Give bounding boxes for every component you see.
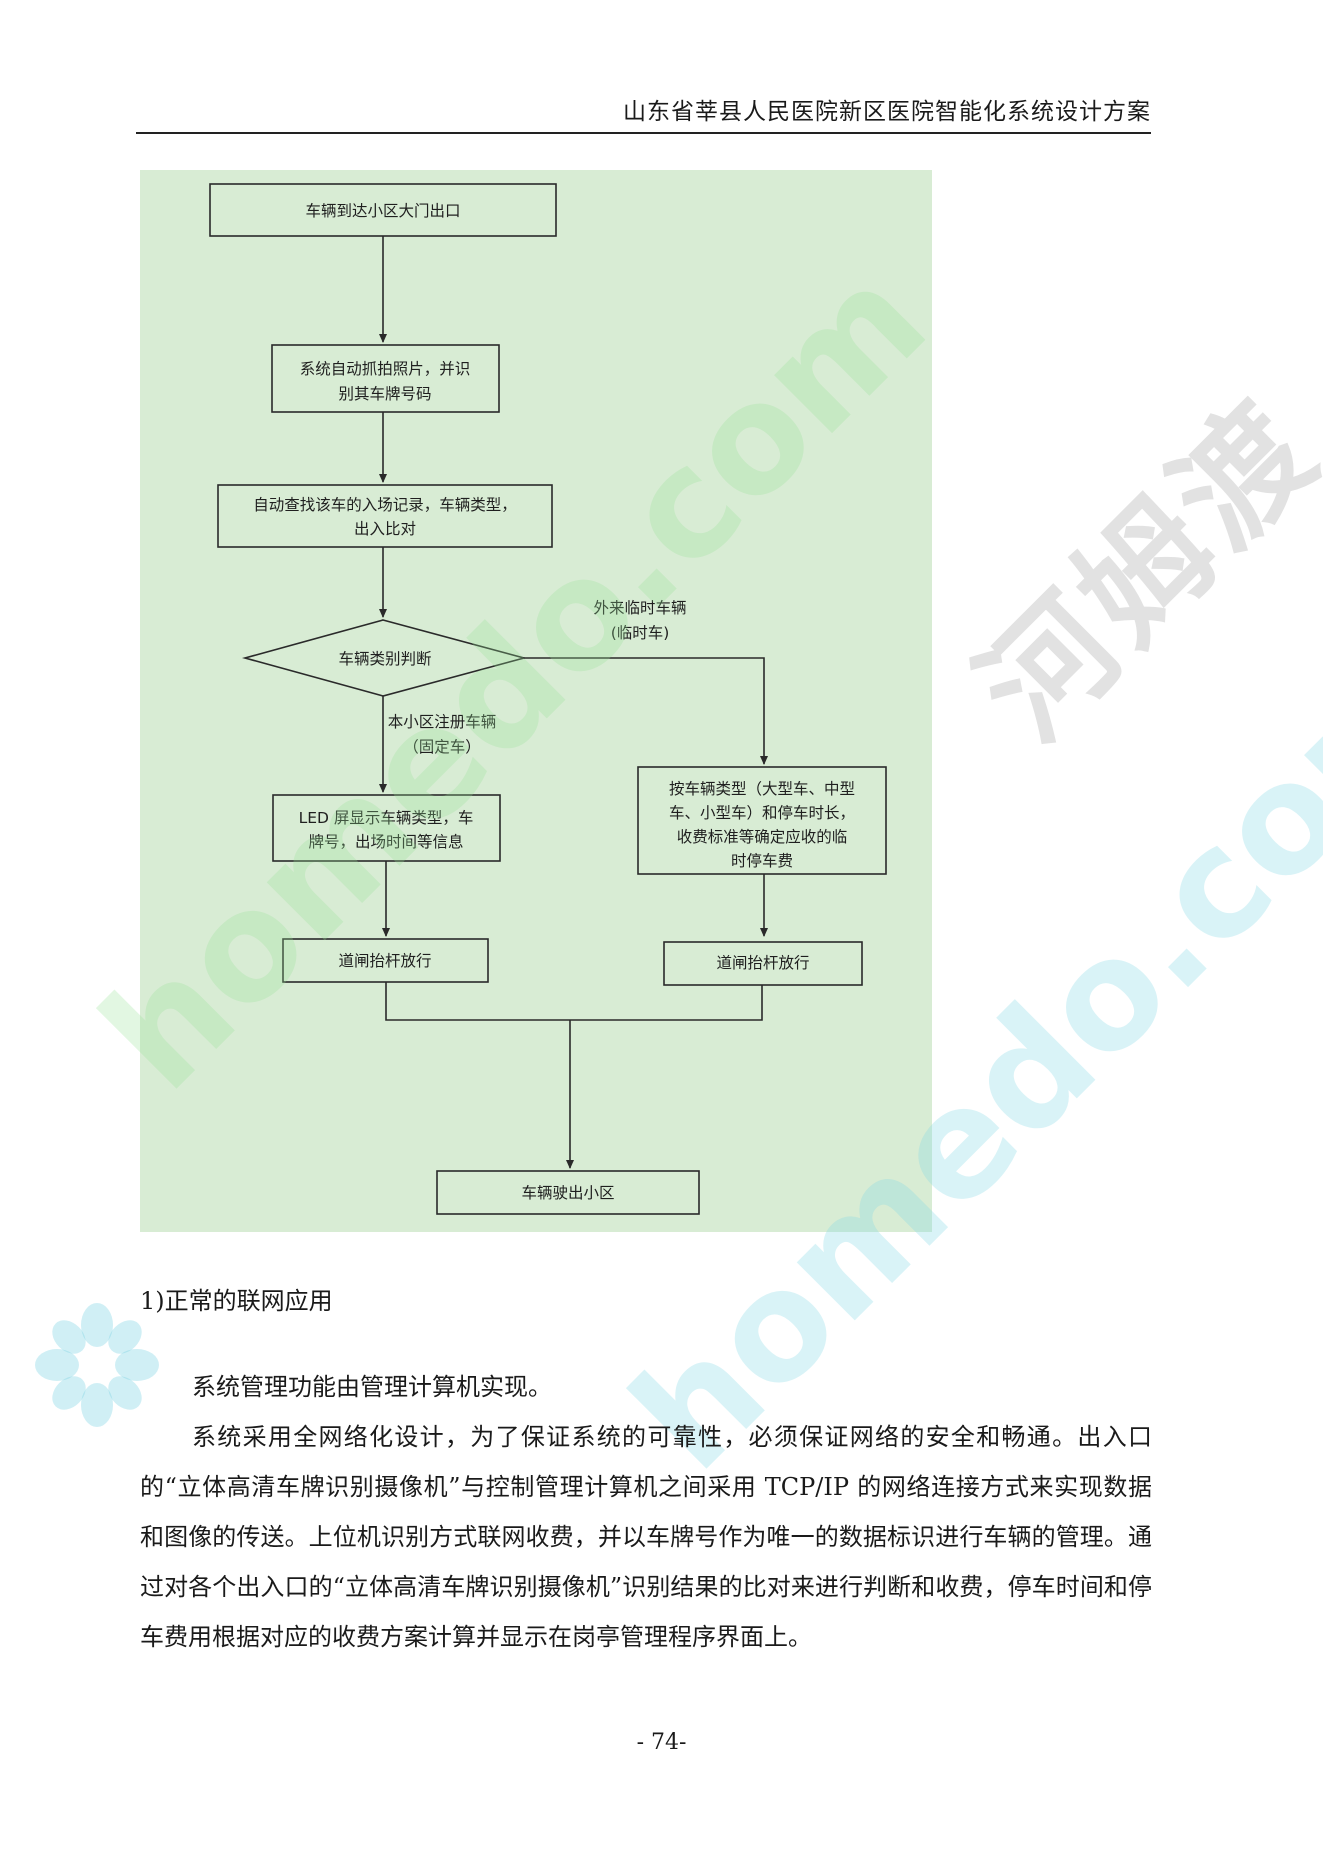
decision-label: 车辆类别判断: [338, 650, 431, 668]
watermark-hemudu: 河姆渡: [950, 371, 1323, 768]
flowchart-svg: 车辆到达小区大门出口 系统自动抓拍照片，并识 别其车牌号码 自动查找该车的入场记…: [209, 183, 887, 1215]
section-heading: 1)正常的联网应用: [140, 1287, 333, 1315]
lookup-label-2: 出入比对: [354, 520, 416, 538]
end-label: 车辆驶出小区: [521, 1184, 614, 1202]
gate-right-box: [663, 941, 863, 986]
gate-right-label: 道闸抬杆放行: [716, 954, 809, 972]
fee-label-3: 收费标准等确定应收的临: [677, 827, 848, 846]
end-box: [436, 1170, 700, 1215]
page-header: 山东省莘县人民医院新区医院智能化系统设计方案: [136, 92, 1151, 134]
merge-line: [385, 982, 763, 1021]
page-number: - 74-: [636, 1730, 687, 1755]
fee-label-4: 时停车费: [731, 852, 793, 870]
capture-label-1: 系统自动抓拍照片，并识: [300, 360, 471, 378]
branch-temp-label-1: 外来临时车辆: [593, 599, 686, 617]
arrow-decision-fee: [524, 657, 768, 765]
paragraph-2: 系统采用全网络化设计，为了保证系统的可靠性，必须保证网络的安全和畅通。出入口的“…: [140, 1423, 1152, 1651]
fee-label-1: 按车辆类型（大型车、中型: [669, 780, 855, 798]
fee-label-2: 车、小型车）和停车时长，: [669, 804, 855, 822]
start-label: 车辆到达小区大门出口: [305, 202, 460, 220]
led-label-2: 牌号，出场时间等信息: [308, 833, 463, 851]
capture-box: [271, 344, 500, 413]
branch-fixed-label-2: （固定车）: [403, 738, 481, 756]
gate-left-label: 道闸抬杆放行: [338, 952, 431, 970]
fee-calc-box: [637, 766, 887, 875]
led-display-box: [272, 794, 501, 862]
lookup-label-1: 自动查找该车的入场记录，车辆类型，: [253, 496, 517, 514]
branch-fixed-label-1: 本小区注册车辆: [388, 713, 497, 731]
branch-temp-label-2: (临时车): [611, 624, 670, 642]
led-label-1: LED 屏显示车辆类型，车: [299, 809, 474, 827]
flowchart-figure: 车辆到达小区大门出口 系统自动抓拍照片，并识 别其车牌号码 自动查找该车的入场记…: [140, 170, 932, 1232]
paragraph-1: 系统管理功能由管理计算机实现。: [192, 1373, 552, 1401]
header-title: 山东省莘县人民医院新区医院智能化系统设计方案: [623, 99, 1151, 125]
lookup-box: [217, 484, 553, 548]
capture-label-2: 别其车牌号码: [338, 385, 431, 403]
